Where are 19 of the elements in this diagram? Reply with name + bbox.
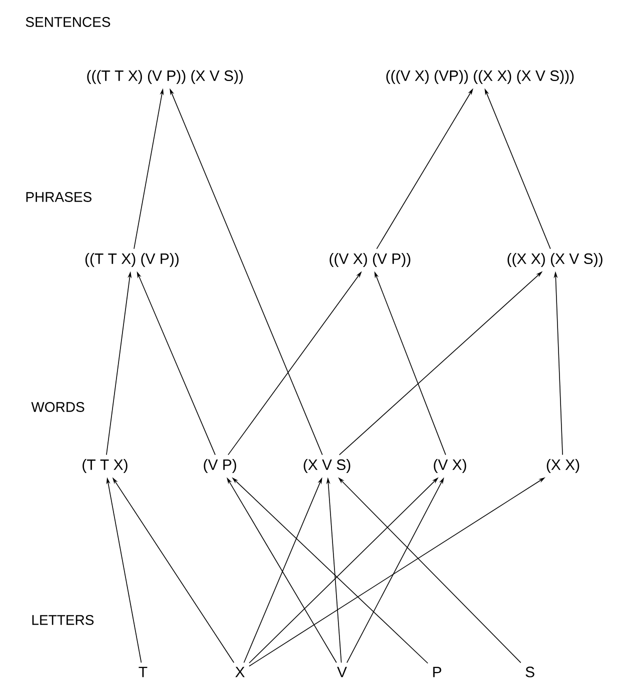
letter: X xyxy=(235,666,245,678)
letter: P xyxy=(433,666,442,678)
level-label: SENTENCES xyxy=(26,17,110,27)
word: (T T X) xyxy=(82,459,128,473)
letter: S xyxy=(526,666,534,678)
word: (V P) xyxy=(204,459,236,473)
letter: V xyxy=(337,666,347,678)
word: (V X) xyxy=(434,459,466,473)
sentence: (((V X) (VP)) ((X X) (X V S))) xyxy=(386,70,574,84)
level-label: PHRASES xyxy=(26,192,92,202)
level-label: WORDS xyxy=(31,402,84,412)
level-label: LETTERS xyxy=(32,615,94,625)
word: (X V S) xyxy=(304,459,350,473)
phrase: ((T T X) (V P)) xyxy=(85,253,179,267)
phrase: ((X X) (X V S)) xyxy=(508,253,602,267)
letter: T xyxy=(138,666,148,678)
sentence: (((T T X) (V P)) (X V S)) xyxy=(87,70,243,84)
word: (X X) xyxy=(546,459,580,473)
phrase: ((V X) (V P)) xyxy=(330,253,410,267)
